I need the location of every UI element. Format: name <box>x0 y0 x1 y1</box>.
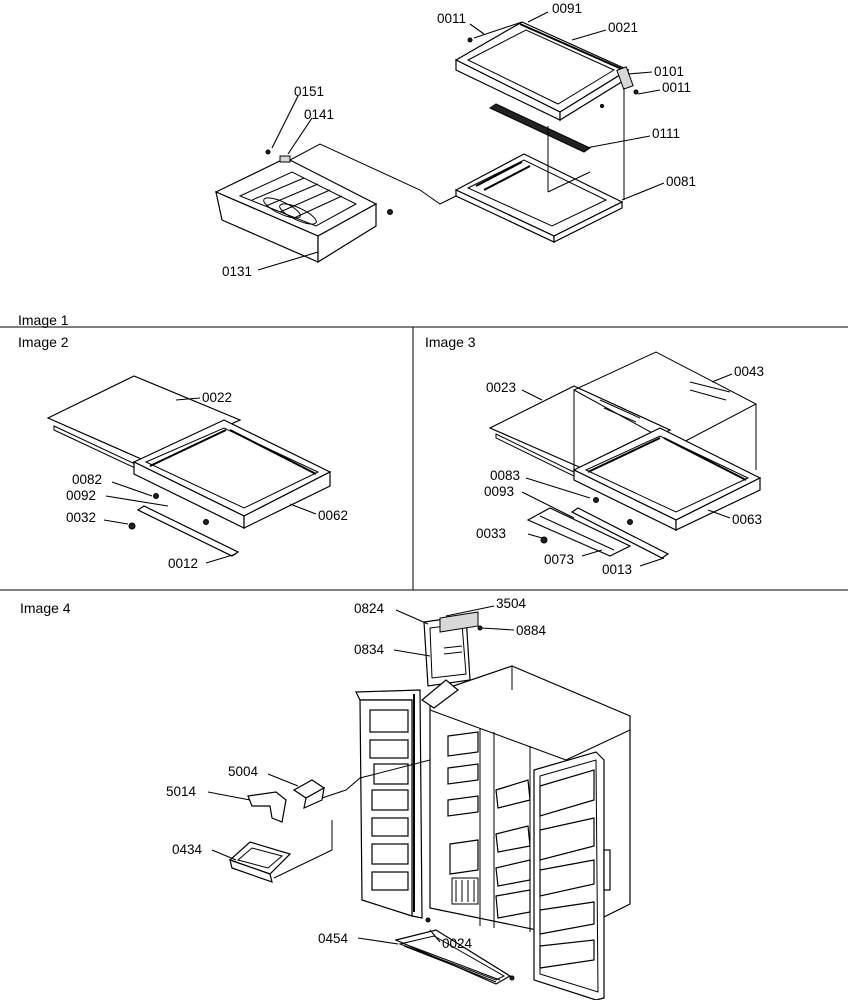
part-label-5004: 5004 <box>228 764 259 779</box>
part-label-0024: 0024 <box>442 936 473 951</box>
image1-drawing <box>214 11 665 271</box>
crisper-drawer-drawing <box>214 149 393 264</box>
part-label-0012: 0012 <box>168 556 198 571</box>
part-label-0834: 0834 <box>354 642 385 657</box>
part-label-0021: 0021 <box>608 20 638 35</box>
part-label-0062: 0062 <box>318 508 348 523</box>
part-label-0082: 0082 <box>72 472 102 487</box>
panel-label-image2: Image 2 <box>18 334 69 350</box>
part-label-0033: 0033 <box>476 526 506 541</box>
image4-drawing <box>207 605 631 1000</box>
part-label-0081: 0081 <box>666 174 696 189</box>
lower-frame-drawing <box>454 153 624 243</box>
part-label-0032: 0032 <box>66 510 96 525</box>
part-label-0011-right: 0011 <box>662 80 691 95</box>
part-label-3504: 3504 <box>496 596 527 611</box>
panel-label-image1: Image 1 <box>18 312 69 328</box>
bracket-5014-drawing <box>247 791 287 823</box>
part-label-0073: 0073 <box>544 552 574 567</box>
image2-drawing <box>46 375 332 564</box>
part-label-0063: 0063 <box>732 512 762 527</box>
part-label-0434: 0434 <box>172 842 203 857</box>
part-label-0884: 0884 <box>516 623 547 638</box>
shelf-frame-drawing <box>454 21 639 122</box>
part-label-0013: 0013 <box>602 562 632 577</box>
part-label-0111: 0111 <box>652 126 680 141</box>
panel-label-image4: Image 4 <box>20 600 71 616</box>
part-label-0151: 0151 <box>294 84 324 99</box>
panel-label-image3: Image 3 <box>425 334 476 350</box>
part-label-0083: 0083 <box>490 468 520 483</box>
part-label-0131: 0131 <box>222 264 252 279</box>
part-label-0454: 0454 <box>318 931 349 946</box>
part-label-0141: 0141 <box>304 107 334 122</box>
part-label-0093: 0093 <box>484 484 514 499</box>
part-label-0022: 0022 <box>202 390 232 405</box>
part-label-0091: 0091 <box>552 1 582 16</box>
part-label-0824: 0824 <box>354 601 385 616</box>
part-label-0092: 0092 <box>66 488 96 503</box>
part-label-5014: 5014 <box>166 784 197 799</box>
glass-strip-drawing <box>488 103 592 153</box>
part-label-0011-top: 0011 <box>437 11 466 26</box>
part-label-0101: 0101 <box>654 64 684 79</box>
image3-drawing <box>488 351 762 567</box>
part-label-0023: 0023 <box>486 380 516 395</box>
part-label-0043: 0043 <box>734 364 764 379</box>
